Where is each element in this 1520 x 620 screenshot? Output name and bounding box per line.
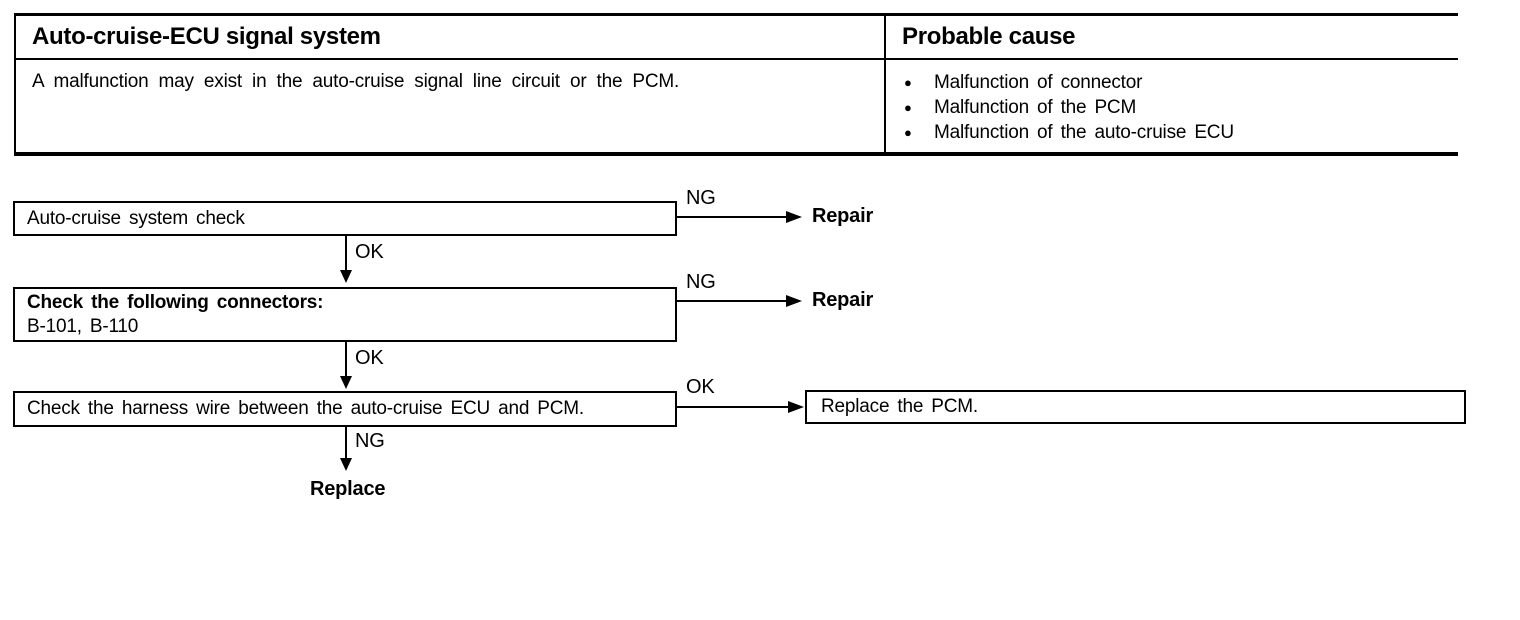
list-item: ● Malfunction of connector xyxy=(902,70,1442,95)
connector-line xyxy=(345,427,347,460)
connector-line xyxy=(677,216,787,218)
flow-result-replace-pcm: Replace the PCM. xyxy=(805,390,1466,424)
flow-step-auto-cruise-system-check: Auto-cruise system check xyxy=(13,201,677,236)
arrowhead-down-icon xyxy=(340,376,352,389)
flow-step-text: Check the harness wire between the auto-… xyxy=(27,398,584,419)
bullet-icon: ● xyxy=(904,100,912,115)
symptom-text: A malfunction may exist in the auto-crui… xyxy=(32,71,680,92)
flow-step-check-harness-wire: Check the harness wire between the auto-… xyxy=(13,391,677,427)
cause-text: Malfunction of connector xyxy=(934,72,1143,93)
connector-line xyxy=(345,342,347,378)
arrowhead-down-icon xyxy=(340,458,352,471)
connector-line xyxy=(345,236,347,272)
flow-step-detail: B-101, B-110 xyxy=(27,315,139,337)
branch-label-ok: OK xyxy=(355,347,384,369)
terminal-repair: Repair xyxy=(812,205,874,227)
arrowhead-down-icon xyxy=(340,270,352,283)
flow-step-title: Check the following connectors: xyxy=(27,291,324,313)
arrowhead-right-icon xyxy=(786,295,802,307)
branch-label-ok: OK xyxy=(355,241,384,263)
probable-cause-list: ● Malfunction of connector ● Malfunction… xyxy=(884,60,1458,152)
connector-line xyxy=(677,300,787,302)
arrowhead-right-icon xyxy=(788,401,804,413)
cause-text: Malfunction of the auto-cruise ECU xyxy=(934,122,1234,143)
bullet-icon: ● xyxy=(904,125,912,140)
flow-step-text: Auto-cruise system check xyxy=(27,207,245,229)
list-item: ● Malfunction of the PCM xyxy=(902,95,1442,120)
connector-line xyxy=(677,406,789,408)
table-header-signal-system: Auto-cruise-ECU signal system xyxy=(16,16,884,60)
cause-text: Malfunction of the PCM xyxy=(934,97,1137,118)
branch-label-ng: NG xyxy=(355,430,385,452)
arrowhead-right-icon xyxy=(786,211,802,223)
flow-step-check-connectors: Check the following connectors: B-101, B… xyxy=(13,287,677,342)
terminal-replace: Replace xyxy=(310,478,386,500)
table-header-probable-cause: Probable cause xyxy=(884,16,1458,60)
flow-step-text: Replace the PCM. xyxy=(821,396,978,417)
branch-label-ng: NG xyxy=(686,271,716,293)
bullet-icon: ● xyxy=(904,75,912,90)
branch-label-ok: OK xyxy=(686,376,715,398)
list-item: ● Malfunction of the auto-cruise ECU xyxy=(902,120,1442,145)
branch-label-ng: NG xyxy=(686,187,716,209)
trouble-symptom-table: Auto-cruise-ECU signal system Probable c… xyxy=(14,13,1458,156)
terminal-repair: Repair xyxy=(812,289,874,311)
